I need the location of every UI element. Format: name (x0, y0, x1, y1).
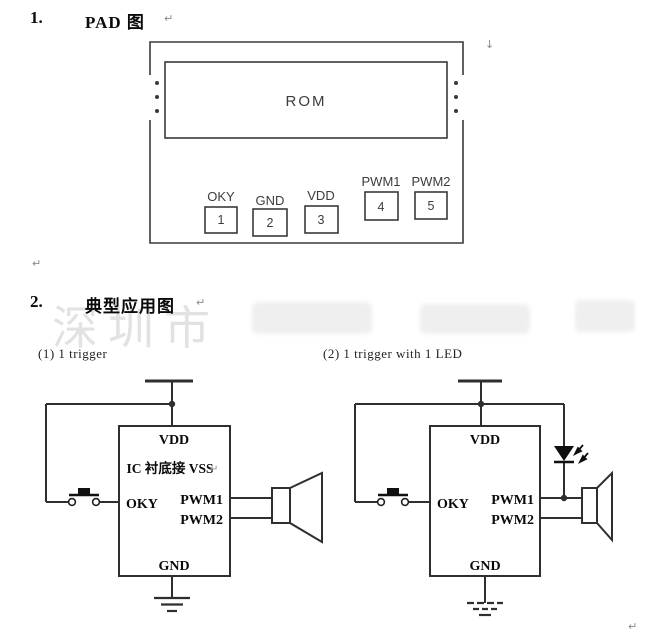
section2-number: 2. (30, 292, 43, 311)
junction-dot (477, 400, 485, 408)
pilcrow-return-icon: ↵ (32, 257, 42, 270)
pad-4-number: 4 (378, 200, 385, 214)
push-button-icon (376, 488, 410, 507)
pilcrow-return-icon: ↵ (628, 620, 638, 633)
pad-1-number: 1 (218, 213, 225, 227)
pad-diagram: ROM OKY 1 GND 2 VDD 3 PWM1 4 PWM2 5 (149, 41, 464, 244)
linebreak-arrow-icon: ↓ (485, 38, 495, 51)
section1-title: PAD 图 (85, 13, 145, 32)
push-button-icon (67, 488, 101, 507)
pad-2-name: GND (256, 193, 285, 208)
ground-icon (467, 601, 503, 617)
pad-5-name: PWM2 (412, 174, 451, 189)
ic-pwm1-pin-label: PWM1 (491, 493, 534, 508)
watermark-trace (252, 302, 372, 334)
rom-label: ROM (286, 93, 327, 110)
ic-pwm2-pin-label: PWM2 (180, 513, 223, 528)
wires (45, 400, 272, 597)
chip-outline (149, 41, 464, 244)
pad-3-name: VDD (307, 188, 334, 203)
ic-oky-pin-label: OKY (126, 497, 158, 512)
pad-3-box (304, 205, 339, 234)
circuit1-caption: (1) 1 trigger (38, 346, 108, 361)
pad-5: PWM2 5 (412, 174, 451, 220)
ic-gnd-pin-label: GND (158, 559, 189, 574)
pad-1-name: OKY (207, 189, 235, 204)
ic-oky-pin-label: OKY (437, 497, 469, 512)
ground-icon (154, 596, 190, 613)
circuit1-diagram: VDD IC 衬底接 VSS ↵ OKY PWM1 PWM2 GND (45, 379, 323, 613)
section1-number: 1. (30, 8, 43, 27)
ic-pwm1-pin-label: PWM1 (180, 493, 223, 508)
pad-2: GND 2 (252, 193, 288, 237)
pilcrow-return-icon: ↵ (210, 464, 218, 475)
pad-3: VDD 3 (304, 188, 339, 234)
pad-1: OKY 1 (204, 189, 238, 234)
ic-gnd-pin-label: GND (469, 559, 500, 574)
watermark-trace (420, 304, 530, 334)
speaker-icon (271, 471, 323, 544)
pilcrow-return-icon: ↵ (164, 12, 174, 25)
watermark-text: 深圳市 (52, 303, 220, 354)
pad-1-box (204, 206, 238, 234)
circuit2-caption: (2) 1 trigger with 1 LED (323, 346, 463, 361)
junction-dot (168, 400, 176, 408)
ic-box (118, 425, 231, 577)
junction-dot (560, 494, 568, 502)
circuit2-diagram: VDD OKY PWM1 PWM2 GND (354, 379, 613, 617)
led-icon (554, 444, 589, 465)
pad-4-name: PWM1 (362, 174, 401, 189)
pad-4-box (364, 191, 399, 221)
pad-2-number: 2 (267, 216, 274, 230)
ic-vdd-pin-label: VDD (159, 433, 189, 448)
speaker-icon (581, 470, 613, 543)
rom-block (164, 61, 448, 139)
pad-4: PWM1 4 (362, 174, 401, 221)
ic-substrate-note: IC 衬底接 VSS (126, 460, 213, 476)
watermark-trace (575, 300, 635, 332)
pilcrow-return-icon: ↵ (196, 296, 206, 309)
ic-pwm2-pin-label: PWM2 (491, 513, 534, 528)
pad-5-number: 5 (428, 199, 435, 213)
right-pad-dots-icon (454, 81, 458, 113)
ic-box (429, 425, 541, 577)
wires (354, 400, 582, 603)
pad-3-number: 3 (318, 213, 325, 227)
section2-title: 典型应用图 (85, 297, 175, 316)
pad-2-box (252, 208, 288, 237)
left-pad-dots-icon (155, 81, 159, 113)
pad-5-box (414, 191, 448, 220)
ic-vdd-pin-label: VDD (470, 433, 500, 448)
